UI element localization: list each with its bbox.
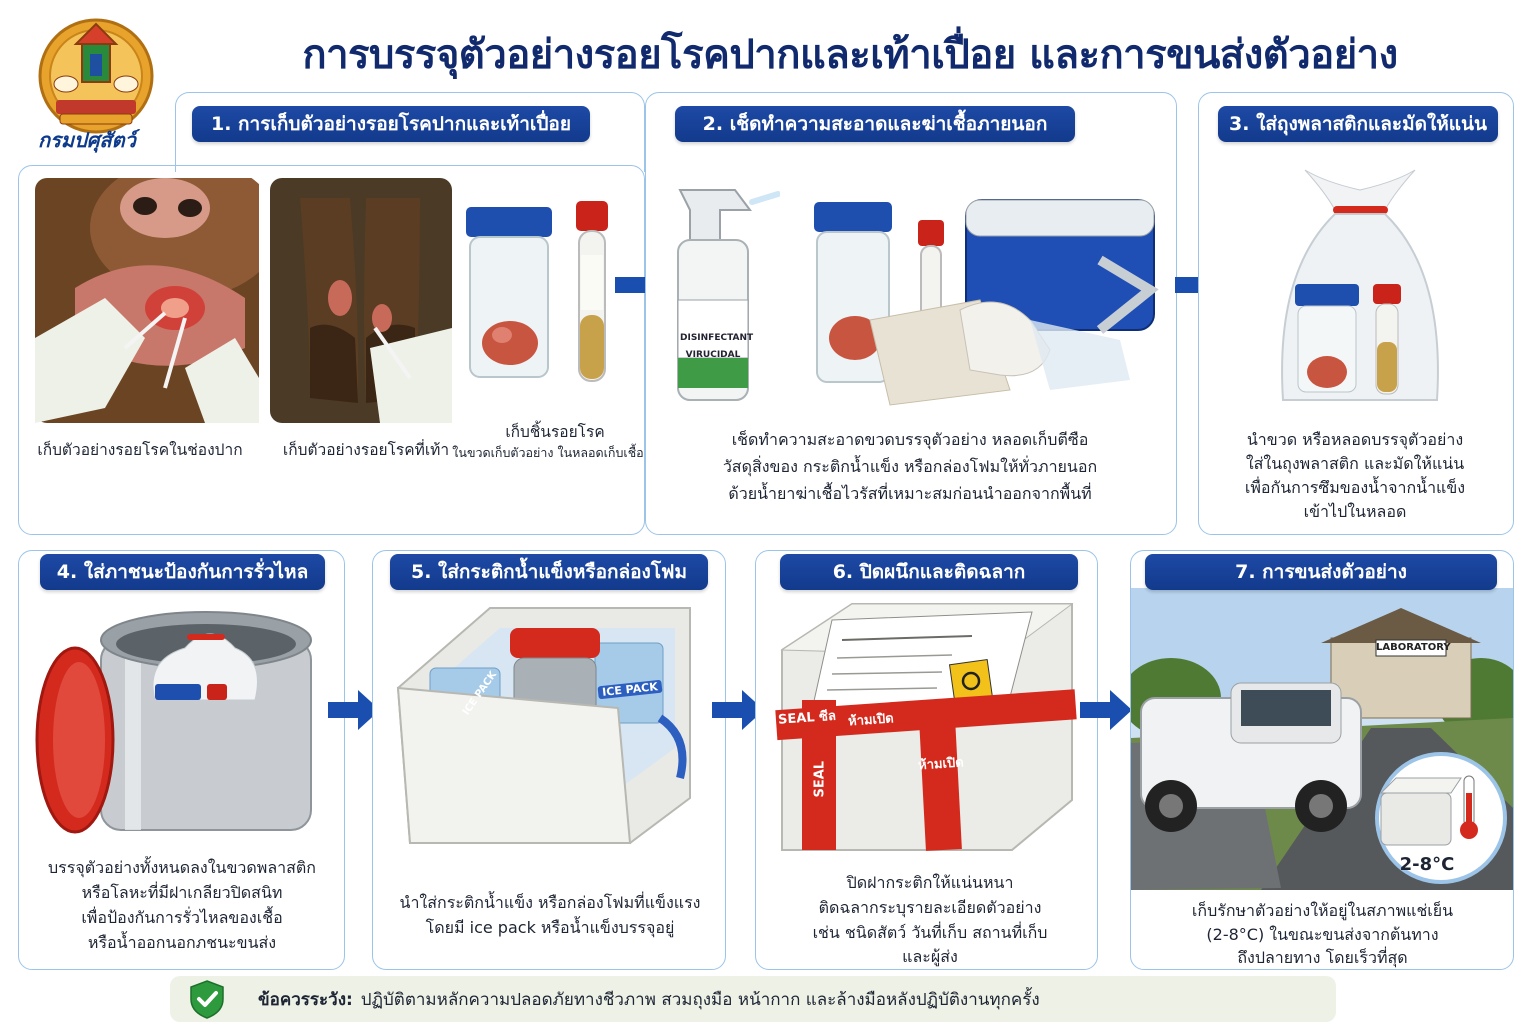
foam-box-ice-pack-icon xyxy=(396,607,691,844)
logo-text: กรมปศุสัตว์ xyxy=(38,128,136,152)
seal-tape-3: SEAL xyxy=(812,760,828,798)
department-logo xyxy=(38,18,154,134)
step-7-caption-3: ถึงปลายทาง โดยเร็วที่สุด xyxy=(1237,948,1408,967)
step-2-label: 2. เช็ดทำความสะอาดและฆ่าเชื้อภายนอก xyxy=(675,106,1075,142)
transport-scene-photo xyxy=(1131,588,1513,890)
laboratory-sign: LABORATORY xyxy=(1376,642,1451,653)
step-5-caption-1: นำใส่กระติกน้ำแข็ง หรือกล่องโฟมที่แข็งแร… xyxy=(399,893,701,912)
warning-bar: ข้อควรระวัง: ปฏิบัติตามหลักความปลอดภัยทา… xyxy=(170,976,1336,1022)
step-4-caption-4: หรือน้ำออกนอกภชนะขนส่ง xyxy=(87,933,277,952)
cleaning-jar-cooler-icon xyxy=(814,199,1159,406)
disinfectant-label-2: VIRUCIDAL xyxy=(685,350,741,360)
shield-check-icon xyxy=(190,980,224,1019)
mouth-sample-photo xyxy=(35,178,259,423)
jar-and-tube-icon xyxy=(466,201,608,382)
page-title: การบรรจุตัวอย่างรอยโรคปากและเท้าเปื่อย แ… xyxy=(302,32,1398,78)
step-2-caption-2: วัสดุสิ่งของ กระติกน้ำแข็ง หรือกล่องโฟมใ… xyxy=(722,457,1098,476)
arrow-right-icon xyxy=(1080,690,1132,730)
step-3-caption-4: เข้าไปในหลอด xyxy=(1303,502,1407,521)
temperature-label: 2-8°C xyxy=(1399,854,1455,875)
step-1-label: 1. การเก็บตัวอย่างรอยโรคปากและเท้าเปื่อย xyxy=(192,106,590,142)
arrow-right-icon xyxy=(328,690,380,730)
disinfectant-spray-icon xyxy=(677,189,780,401)
step-3-caption-1: นำขวด หรือหลอดบรรจุตัวอย่าง xyxy=(1246,430,1464,449)
disinfectant-label-1: DISINFECTANT xyxy=(680,333,754,343)
step-6-caption-2: ติดฉลากระบุรายละเอียดตัวอย่าง xyxy=(818,898,1042,917)
step-2-caption-1: เช็ดทำความสะอาดขวดบรรจุตัวอย่าง หลอดเก็บ… xyxy=(731,430,1089,449)
step-4-caption-3: เพื่อป้องกันการรั่วไหลของเชื้อ xyxy=(81,908,283,927)
step-4-label: 4. ใส่ภาชนะป้องกันการรั่วไหล xyxy=(40,554,325,590)
step-6-caption-3: เช่น ชนิดสัตว์ วันที่เก็บ สถานที่เก็บ xyxy=(812,923,1048,942)
warning-text: ปฏิบัติตามหลักความปลอดภัยทางชีวภาพ สวมถุ… xyxy=(360,989,1040,1010)
step-6-caption-4: และผู้ส่ง xyxy=(902,947,958,966)
step-6-label: 6. ปิดผนึกและติดฉลาก xyxy=(780,554,1078,590)
step-1-caption-piece: เก็บชิ้นรอยโรค xyxy=(505,423,605,441)
step-4-caption-1: บรรจุตัวอย่างทั้งหนดลงในขวดพลาสติก xyxy=(48,858,316,877)
plastic-bag-icon xyxy=(1281,169,1439,401)
step-2-caption-3: ด้วยน้ำยาฆ่าเชื้อไวรัสที่เหมาะสมก่อนนำออ… xyxy=(728,484,1092,503)
step-5-caption-2: โดยมี ice pack หรือน้ำแข็งบรรจุอยู่ xyxy=(425,918,675,937)
step-3-caption-2: ใส่ในถุงพลาสติก และมัดให้แน่น xyxy=(1245,454,1465,473)
warning-label: ข้อควรระวัง: xyxy=(258,989,353,1010)
step-7-caption-2: (2-8°C) ในขณะขนส่งจากต้นทาง xyxy=(1206,925,1439,944)
step-7-caption-1: เก็บรักษาตัวอย่างให้อยู่ในสภาพแช่เย็น xyxy=(1191,901,1454,920)
step-1-caption-mouth: เก็บตัวอย่างรอยโรคในช่องปาก xyxy=(37,441,243,459)
step-6-caption-1: ปิดฝากระติกให้แน่นหนา xyxy=(846,873,1014,892)
step-7-label: 7. การขนส่งตัวอย่าง xyxy=(1145,554,1497,590)
hoof-sample-photo xyxy=(270,178,452,423)
step-1-subcaption: ในขวดเก็บตัวอย่าง ในหลอดเก็บเชื้อ xyxy=(452,445,644,460)
step-3-label: 3. ใส่ถุงพลาสติกและมัดให้แน่น xyxy=(1218,106,1498,142)
metal-container-icon xyxy=(35,611,312,834)
arrow-right-icon xyxy=(712,690,764,730)
step-1-header-frame xyxy=(175,92,645,172)
step-4-caption-2: หรือโลหะที่มีฝาเกลียวปิดสนิท xyxy=(81,883,283,902)
sealed-box-icon xyxy=(775,603,1077,851)
step-5-label: 5. ใส่กระติกน้ำแข็งหรือกล่องโฟม xyxy=(390,554,708,590)
step-1-caption-hoof: เก็บตัวอย่างรอยโรคที่เท้า xyxy=(282,441,450,459)
step-3-caption-3: เพื่อกันการซึมของน้ำจากน้ำแข็ง xyxy=(1244,478,1466,497)
